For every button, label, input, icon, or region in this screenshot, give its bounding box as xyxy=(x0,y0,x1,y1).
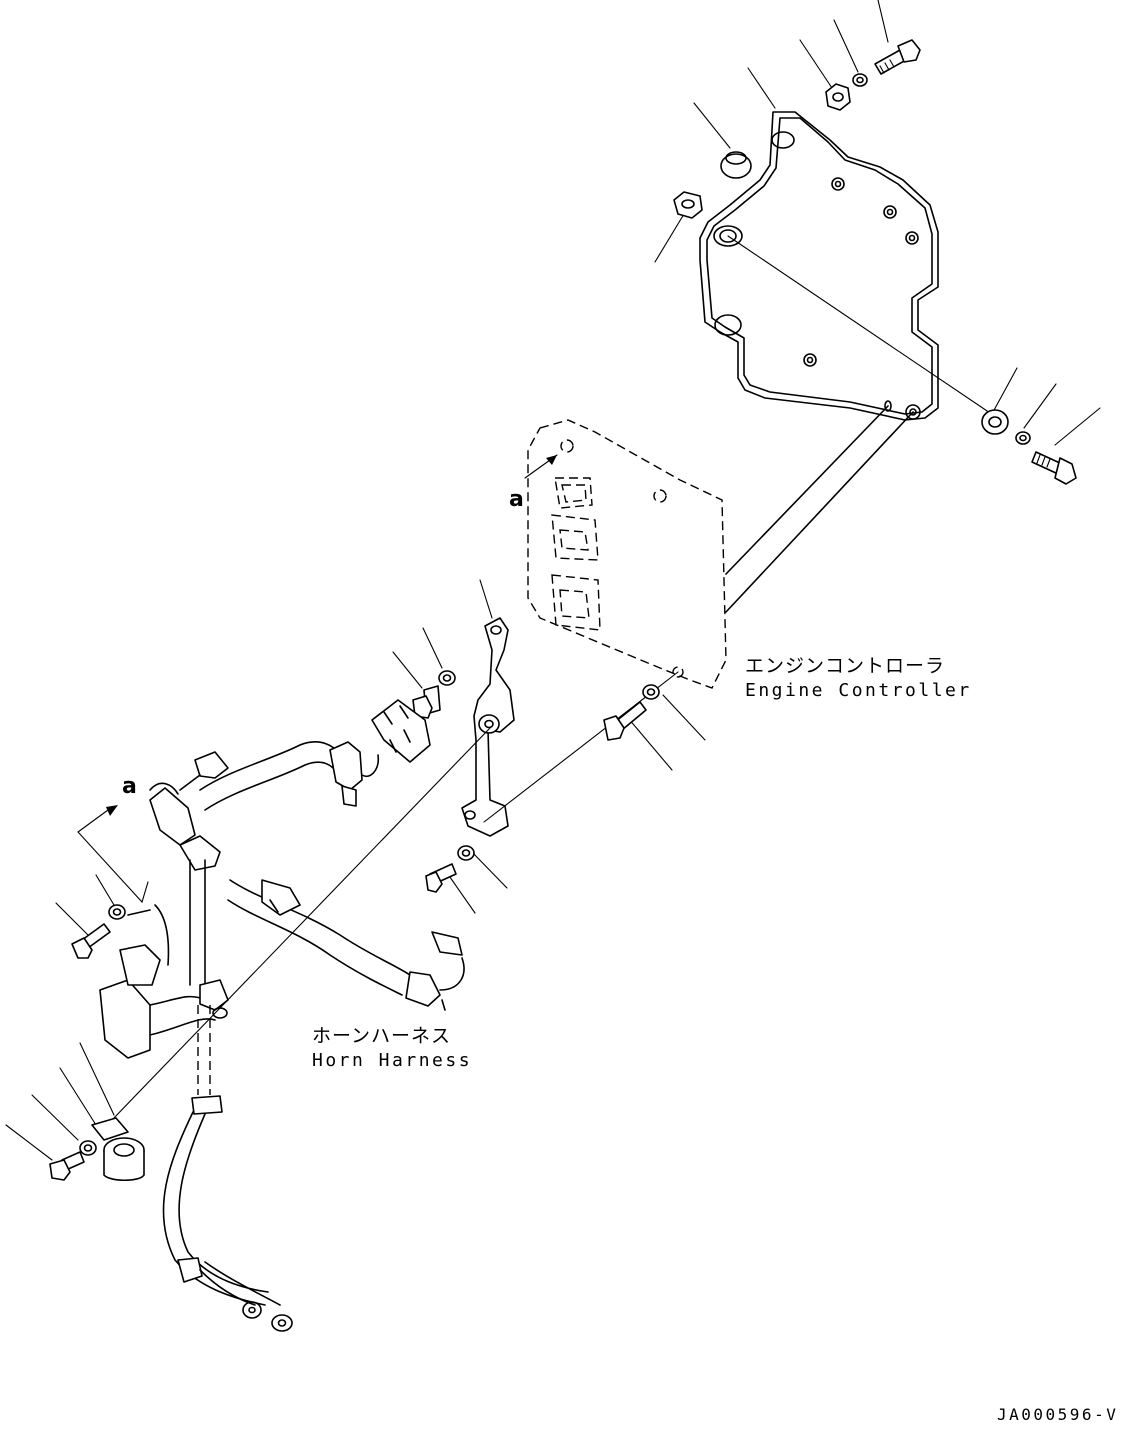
assembly-line-bracket xyxy=(727,235,997,418)
assembly-line-2 xyxy=(725,411,914,613)
harness-clip xyxy=(212,1007,228,1019)
view-arrow-upper xyxy=(524,454,558,479)
controller-bracket xyxy=(699,111,939,421)
drawing-code: JA000596-V xyxy=(997,1405,1119,1424)
assembly-line-harness xyxy=(111,727,491,1121)
horn-harness-label-jp: ホーンハーネス xyxy=(312,1025,452,1047)
horn-harness xyxy=(99,699,465,1332)
engine-controller-label-jp: エンジンコントローラ xyxy=(745,655,946,677)
view-arrow-lower xyxy=(77,805,149,904)
lower-left-hardware xyxy=(49,904,145,1182)
mid-bracket xyxy=(461,617,515,837)
right-hardware xyxy=(981,409,1077,485)
top-hardware xyxy=(673,39,921,219)
mid-hardware xyxy=(412,670,660,893)
leader-lines xyxy=(5,0,1101,1161)
view-ref-upper: a xyxy=(509,487,524,512)
horn-harness-label-en: Horn Harness xyxy=(312,1050,473,1071)
assembly-line-1 xyxy=(725,405,889,575)
view-ref-lower: a xyxy=(122,774,137,799)
engine-controller-label-en: Engine Controller xyxy=(745,680,972,701)
engine-controller xyxy=(527,419,727,689)
